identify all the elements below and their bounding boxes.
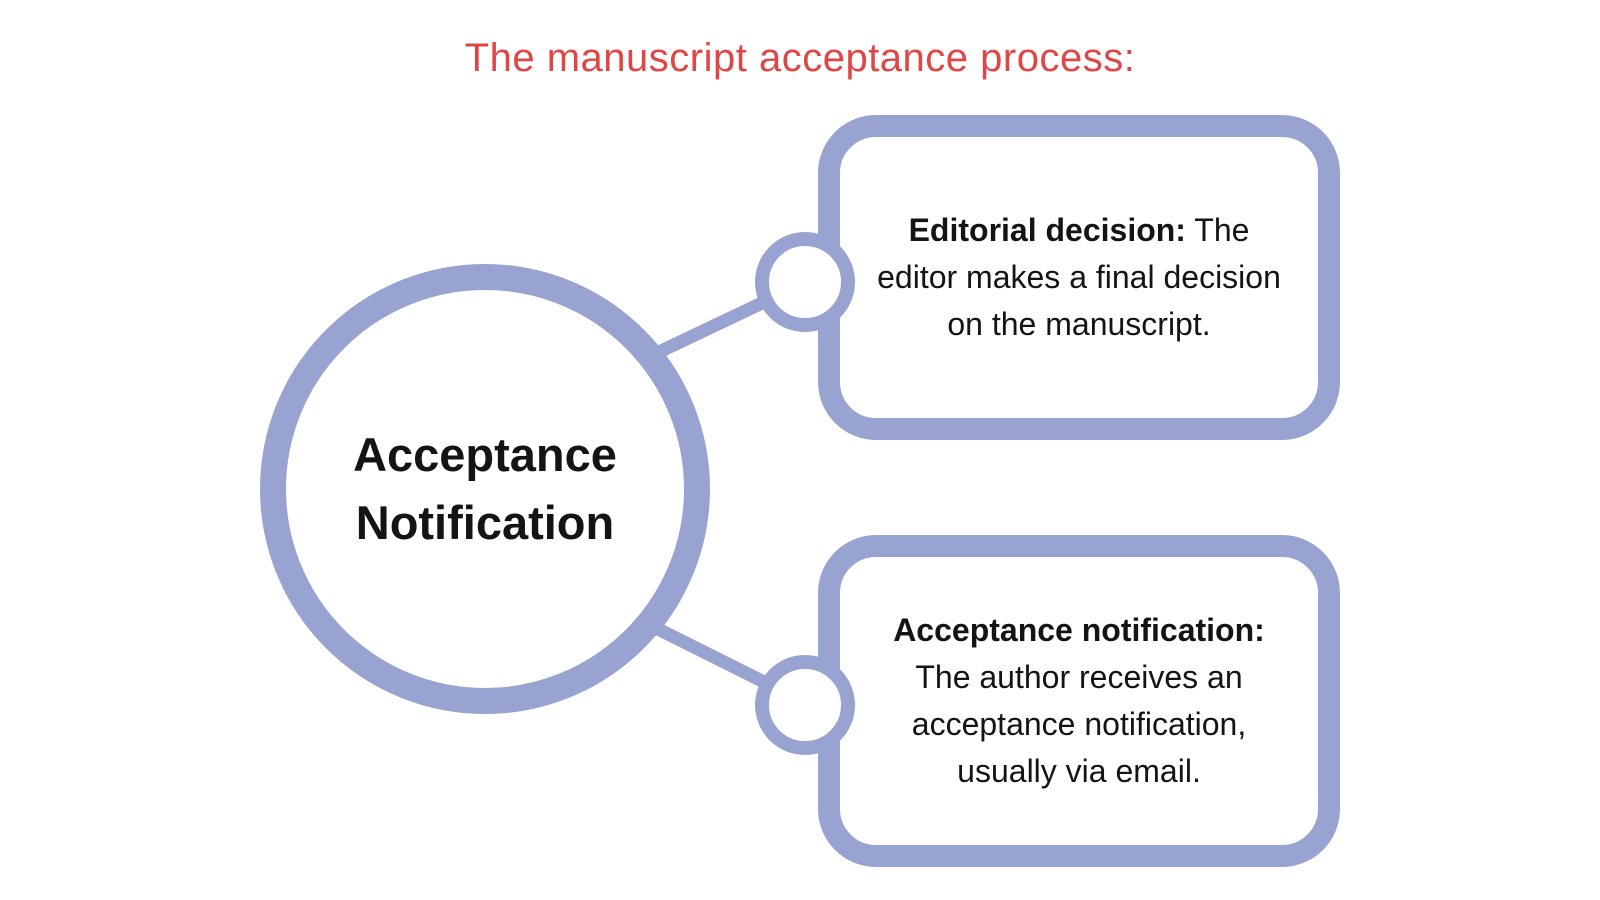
center-label-line2: Notification bbox=[355, 496, 615, 549]
connector-dot-top bbox=[755, 232, 855, 332]
diagram-title: The manuscript acceptance process: bbox=[464, 36, 1136, 80]
branch-node-acceptance-notification: Acceptance notification: The author rece… bbox=[818, 535, 1340, 867]
branch-node-editorial-decision: Editorial decision: The editor makes a f… bbox=[818, 115, 1340, 440]
center-node-label: Acceptance Notification bbox=[353, 421, 617, 557]
center-label-line1: Acceptance bbox=[353, 428, 617, 481]
center-node: Acceptance Notification bbox=[260, 264, 710, 714]
branch-node-heading: Acceptance notification: bbox=[893, 612, 1265, 648]
connector-dot-bottom bbox=[755, 655, 855, 755]
branch-node-heading: Editorial decision: bbox=[908, 212, 1186, 248]
branch-node-body: The editor makes a final decision on the… bbox=[877, 212, 1281, 342]
branch-node-text: Editorial decision: The editor makes a f… bbox=[869, 207, 1289, 348]
branch-node-body: The author receives an acceptance notifi… bbox=[911, 659, 1247, 789]
branch-node-text: Acceptance notification: The author rece… bbox=[869, 607, 1289, 795]
